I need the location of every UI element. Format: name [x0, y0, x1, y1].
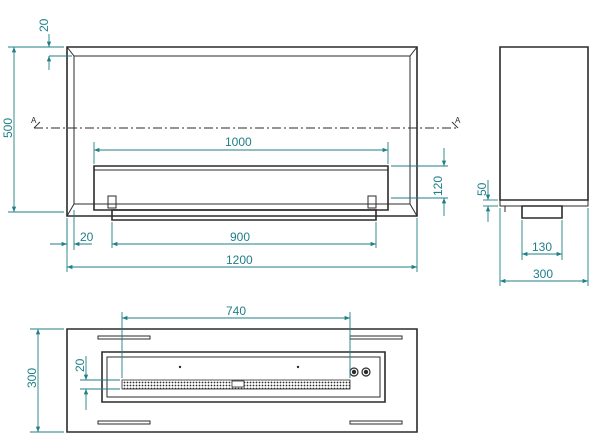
- section-arrow-left: [33, 121, 41, 129]
- side-view: 50 130 300: [475, 46, 589, 286]
- front-burner-bracket-left: [107, 195, 117, 209]
- dim-label-side-base: 130: [532, 240, 552, 254]
- top-screw-dot: [178, 365, 182, 369]
- dim-label-side-step: 50: [475, 182, 489, 196]
- dim-label-overall-depth: 300: [533, 267, 553, 281]
- dim-label-top-margin: 20: [37, 18, 51, 32]
- dim-burner-width: 1000: [93, 135, 389, 164]
- top-outer-frame: [66, 328, 418, 433]
- top-screw-dot: [296, 365, 300, 369]
- control-knob-center-icon: [363, 369, 369, 375]
- dim-overall-height: 500: [1, 46, 64, 213]
- top-slot-top-left: [97, 335, 151, 340]
- top-slot-top-right: [349, 335, 403, 340]
- front-base-plinth: [111, 209, 377, 221]
- dim-label-inner-width: 900: [230, 230, 250, 244]
- control-knob-center-icon: [351, 369, 357, 375]
- dim-side-base: 130: [521, 220, 563, 260]
- dim-label-burner-height: 120: [431, 176, 445, 196]
- side-foot: [521, 205, 563, 219]
- dim-label-top-view-width: 740: [226, 304, 246, 318]
- section-label-left: A: [31, 116, 37, 125]
- dim-label-top-view-depth: 300: [25, 368, 39, 388]
- dim-label-overall-width: 1200: [226, 253, 253, 267]
- front-burner-bracket-right: [367, 195, 377, 209]
- top-burner-grid-label-plate: [231, 380, 245, 388]
- dim-overall-width: 1200: [66, 218, 418, 272]
- dim-label-burner-width: 1000: [225, 135, 252, 149]
- front-inner-frame: [73, 55, 411, 205]
- front-burner-box: [93, 165, 389, 211]
- dim-inner-width: 900: [111, 222, 377, 248]
- front-corner-line: [66, 46, 75, 57]
- front-view: A A 20 500 1000: [1, 18, 461, 272]
- dim-top-view-gap: 20: [73, 356, 120, 410]
- section-label-right: A: [455, 116, 461, 125]
- top-slot-bottom-left: [97, 420, 151, 425]
- front-corner-line: [409, 46, 418, 57]
- top-burner-plate: [101, 351, 386, 403]
- section-arrow-right: [451, 121, 459, 129]
- dim-label-overall-height: 500: [1, 118, 15, 138]
- dim-burner-height: 120: [391, 148, 448, 216]
- top-view: 740 300 20: [25, 304, 418, 433]
- front-corner-line: [66, 203, 75, 217]
- dim-top-view-depth: 300: [25, 328, 64, 433]
- top-burner-inner: [106, 356, 381, 398]
- dim-label-bottom-gap: 20: [80, 230, 94, 244]
- side-body: [499, 46, 589, 201]
- side-base-step: [499, 199, 589, 207]
- dim-overall-depth: 300: [499, 208, 589, 286]
- dim-top-view-width: 740: [121, 304, 351, 378]
- dim-side-step: 50: [475, 180, 498, 222]
- dim-label-top-view-gap: 20: [73, 358, 87, 372]
- front-corner-line: [409, 203, 418, 217]
- front-outer-frame: [66, 46, 418, 217]
- top-slot-bottom-right: [349, 420, 403, 425]
- control-knob-icon: [361, 367, 371, 377]
